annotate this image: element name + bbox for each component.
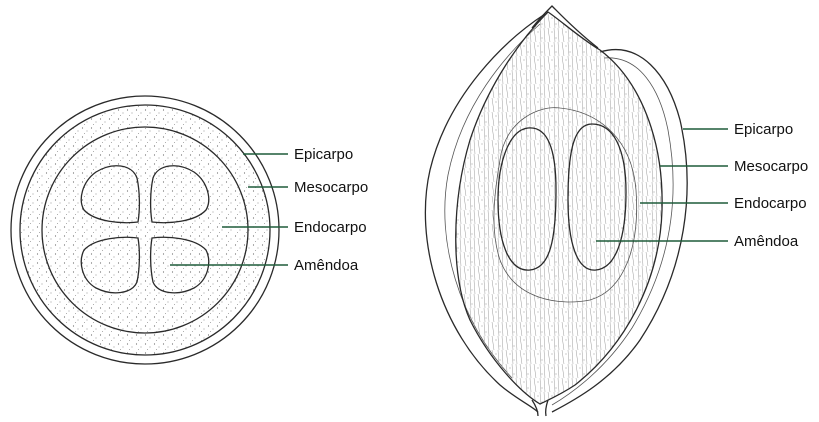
cross-label-amendoa: Amêndoa [294, 257, 359, 274]
long-label-endocarpo: Endocarpo [734, 195, 807, 212]
cross-label-epicarpo: Epicarpo [294, 146, 353, 163]
cross-label-endocarpo: Endocarpo [294, 219, 367, 236]
long-label-epicarpo: Epicarpo [734, 121, 793, 138]
cross-label-mesocarpo: Mesocarpo [294, 179, 368, 196]
longitudinal-section-drawing [425, 6, 687, 416]
cross-section-drawing [11, 96, 279, 364]
cross-endocarp-fill [43, 128, 247, 332]
long-mesocarp-body [456, 12, 662, 404]
long-label-amendoa: Amêndoa [734, 233, 799, 250]
long-label-mesocarpo: Mesocarpo [734, 158, 808, 175]
